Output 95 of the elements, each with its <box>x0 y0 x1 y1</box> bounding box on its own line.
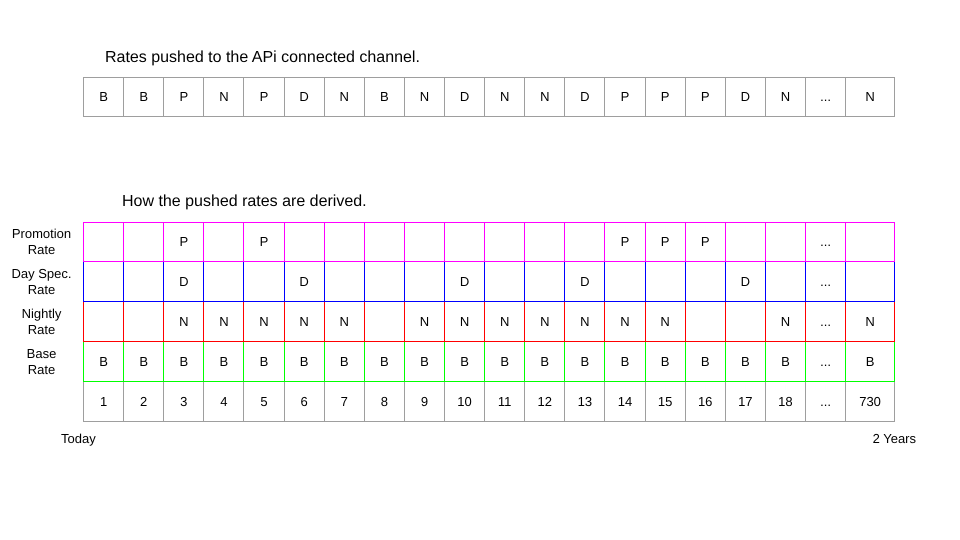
rate-cell: N <box>485 77 526 117</box>
rate-cell: B <box>444 342 486 382</box>
rate-cell: B <box>404 342 445 382</box>
day-number-cell: 9 <box>404 382 445 422</box>
rate-cell: N <box>404 77 445 117</box>
day-number-cell: 16 <box>686 382 726 422</box>
rate-cell: P <box>646 77 686 117</box>
rate-cell: N <box>444 302 486 342</box>
rate-cell: N <box>284 302 325 342</box>
day-number-cell: 15 <box>646 382 686 422</box>
rate-cell: B <box>204 342 244 382</box>
rate-cell: N <box>324 77 365 117</box>
rate-cell: B <box>364 342 405 382</box>
rate-cell: N <box>846 77 896 117</box>
rate-cell: N <box>204 302 244 342</box>
day-number-cell: 4 <box>204 382 244 422</box>
day-number-cell: 2 <box>124 382 164 422</box>
rate-cell: P <box>164 222 204 262</box>
rate-cell: ... <box>806 302 846 342</box>
day-number-cell: 12 <box>525 382 566 422</box>
rate-cell: N <box>324 302 365 342</box>
rate-cell: B <box>284 342 325 382</box>
day-number-cell: 18 <box>766 382 806 422</box>
rate-cell: D <box>726 262 766 302</box>
day-number-cell: 5 <box>244 382 285 422</box>
rate-cell: N <box>846 302 896 342</box>
rate-cell: ... <box>806 222 846 262</box>
rate-cell: D <box>565 262 606 302</box>
day-number-cell: 8 <box>364 382 405 422</box>
rate-cell: P <box>244 222 285 262</box>
day-number-cell: 6 <box>284 382 325 422</box>
day-number-cell: 730 <box>846 382 896 422</box>
day-number-cell: 17 <box>726 382 766 422</box>
rate-cell: N <box>525 77 566 117</box>
rate-cell: P <box>686 222 726 262</box>
rate-cell: D <box>284 262 325 302</box>
rate-cell: B <box>485 342 526 382</box>
day-number-cell: 3 <box>164 382 204 422</box>
rate-cell: D <box>164 262 204 302</box>
rate-cell: B <box>605 342 646 382</box>
rate-cell: N <box>244 302 285 342</box>
rate-cell: B <box>525 342 566 382</box>
day-number-cell: 13 <box>565 382 606 422</box>
timeline-start-label: Today <box>61 431 96 447</box>
rate-cell: N <box>204 77 244 117</box>
day-number-cell: 14 <box>605 382 646 422</box>
rate-cell: D <box>444 262 486 302</box>
rate-cell: P <box>686 77 726 117</box>
rate-cell: N <box>565 302 606 342</box>
rate-cell: B <box>766 342 806 382</box>
day-number-cell: 10 <box>444 382 486 422</box>
rate-cell: N <box>525 302 566 342</box>
rate-cell: ... <box>806 342 846 382</box>
rate-cell: B <box>726 342 766 382</box>
rate-cell: B <box>686 342 726 382</box>
section-heading: Rates pushed to the APi connected channel. <box>105 48 420 68</box>
timeline-end-label: 2 Years <box>872 431 916 447</box>
rate-cell: D <box>444 77 486 117</box>
rate-cell: B <box>324 342 365 382</box>
rate-cell: B <box>83 77 124 117</box>
row-label: Promotion Rate <box>10 226 72 258</box>
rate-cell: ... <box>806 77 846 117</box>
rate-cell: N <box>485 302 526 342</box>
rate-cell: P <box>244 77 285 117</box>
rate-cell: N <box>766 77 806 117</box>
day-number-cell: ... <box>806 382 846 422</box>
rate-cell: P <box>605 222 646 262</box>
section-heading: How the pushed rates are derived. <box>122 192 367 212</box>
rate-cell: ... <box>806 262 846 302</box>
rate-cell: B <box>364 77 405 117</box>
row-label: Day Spec. Rate <box>10 266 72 298</box>
rate-cell: N <box>766 302 806 342</box>
rate-cell: N <box>646 302 686 342</box>
rate-cell: B <box>646 342 686 382</box>
row-label: Nightly Rate <box>20 306 62 338</box>
row-label: Base Rate <box>26 346 58 378</box>
rate-cell: N <box>404 302 445 342</box>
day-number-cell: 7 <box>324 382 365 422</box>
rate-cell: B <box>565 342 606 382</box>
rate-cell: D <box>565 77 606 117</box>
rate-cell: P <box>605 77 646 117</box>
day-number-cell: 1 <box>83 382 124 422</box>
rate-cell: D <box>284 77 325 117</box>
rate-cell: N <box>164 302 204 342</box>
day-number-cell: 11 <box>485 382 526 422</box>
rate-cell: B <box>124 77 164 117</box>
rate-cell: B <box>244 342 285 382</box>
rate-cell: D <box>726 77 766 117</box>
rate-cell: P <box>646 222 686 262</box>
rate-cell: B <box>124 342 164 382</box>
rate-cell: B <box>846 342 896 382</box>
rate-cell: B <box>164 342 204 382</box>
rate-cell: B <box>83 342 124 382</box>
rate-cell: N <box>605 302 646 342</box>
rate-cell: P <box>164 77 204 117</box>
